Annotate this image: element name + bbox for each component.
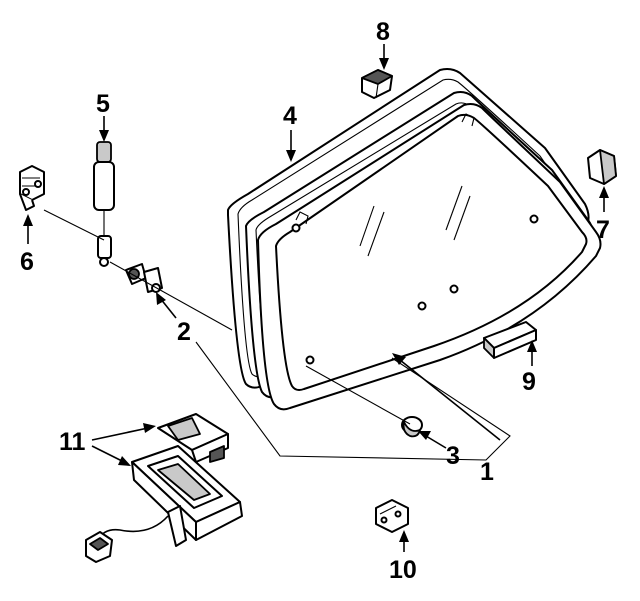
bumper-part-7	[587, 149, 617, 185]
lift-support-part-5	[93, 141, 115, 267]
grommet-part-3	[401, 416, 423, 438]
back-glass-part-1	[257, 103, 602, 411]
clip-part-8	[361, 69, 393, 99]
callout-8: 8	[376, 18, 390, 46]
bracket-part-10	[375, 499, 409, 533]
callout-7: 7	[596, 216, 610, 244]
callout-6: 6	[20, 248, 34, 276]
callout-5: 5	[96, 90, 110, 118]
callout-labels: 1 2 3 4 5 6 7 8 9 10 11	[20, 18, 610, 584]
leader-lines	[43, 209, 511, 461]
callout-1: 1	[480, 458, 494, 486]
bracket-part-6	[19, 165, 45, 211]
moulding-part-9	[483, 321, 537, 359]
callout-10: 10	[389, 556, 417, 584]
callout-3: 3	[446, 442, 460, 470]
callout-4: 4	[283, 102, 297, 130]
callout-2: 2	[177, 318, 191, 346]
callout-arrows	[23, 44, 609, 552]
callout-11: 11	[59, 428, 86, 456]
callout-9: 9	[522, 368, 536, 396]
license-lamp-part-11	[85, 413, 243, 563]
